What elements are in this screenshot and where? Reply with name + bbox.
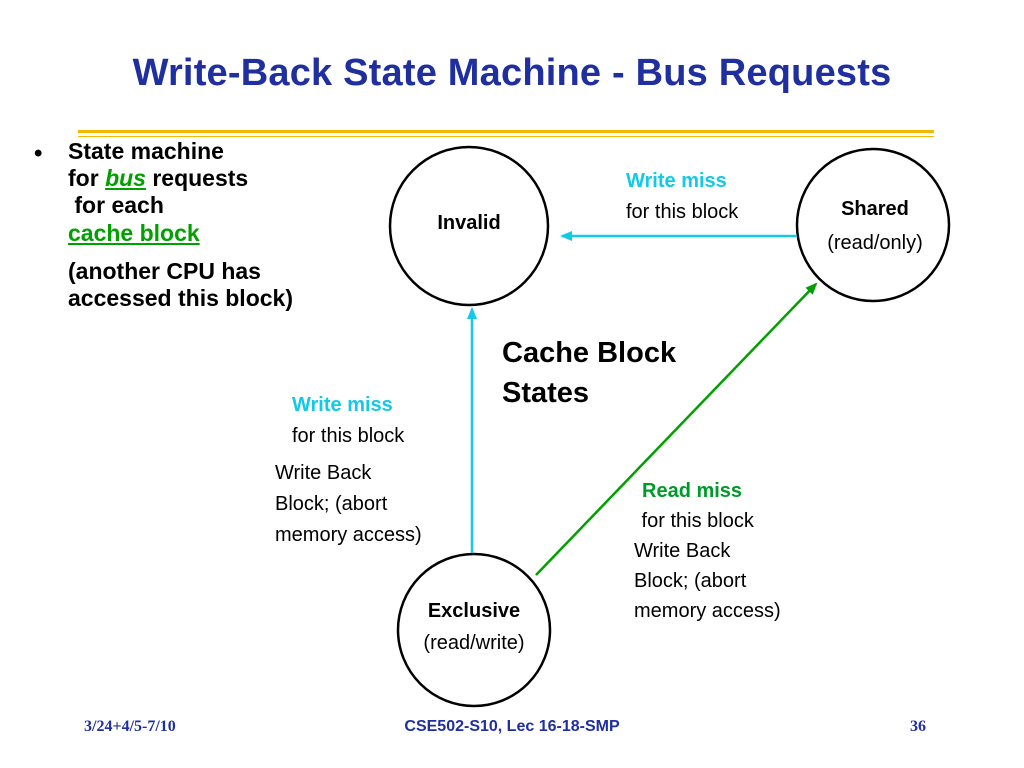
footer-page-number: 36 xyxy=(910,718,926,735)
shared-state-circle xyxy=(795,147,951,303)
shared-state-sub: (read/only) xyxy=(827,232,923,254)
bullet-symbol: • xyxy=(34,140,43,167)
bullet-para2-line2: accessed this block) xyxy=(68,285,293,311)
bullet-line-2-prefix: for xyxy=(68,165,106,191)
exclusive-to-shared-arrow xyxy=(535,282,818,576)
footer-date: 3/24+4/5-7/10 xyxy=(84,718,176,735)
exclusive-shared-detail: for this block xyxy=(636,510,754,532)
exclusive-state-sub: (read/write) xyxy=(423,632,525,654)
exclusive-invalid-detail: for this block xyxy=(292,425,405,447)
bullet-line-1: State machine xyxy=(68,138,224,164)
invalid-state-circle xyxy=(388,145,550,307)
exclusive-shared-action-1: Write Back xyxy=(634,540,731,562)
exclusive-shared-event: Read miss xyxy=(642,480,743,502)
footer-course: CSE502-S10, Lec 16-18-SMP xyxy=(404,718,620,735)
exclusive-invalid-action-1: Write Back xyxy=(275,462,372,484)
exclusive-shared-action-3: memory access) xyxy=(634,600,781,622)
invalid-state-label: Invalid xyxy=(437,212,501,234)
bullet-line-3: for each xyxy=(68,192,164,218)
exclusive-invalid-action-2: Block; (abort xyxy=(275,493,388,515)
exclusive-state-circle xyxy=(396,552,552,708)
title-rule-thin xyxy=(78,136,934,137)
bullet-para2-line1: (another CPU has xyxy=(68,258,261,284)
shared-invalid-event: Write miss xyxy=(626,170,727,192)
shared-invalid-detail: for this block xyxy=(626,201,739,223)
slide-title: Write-Back State Machine - Bus Requests xyxy=(132,52,892,94)
exclusive-state-name: Exclusive xyxy=(427,600,521,622)
exclusive-shared-action-2: Block; (abort xyxy=(634,570,747,592)
title-rule-thick xyxy=(78,130,934,133)
cache-block-link[interactable]: cache block xyxy=(68,220,200,246)
exclusive-invalid-event: Write miss xyxy=(292,394,393,416)
states-legend-line-1: Cache Block xyxy=(502,337,677,369)
states-legend-line-2: States xyxy=(502,377,590,409)
bus-link[interactable]: bus xyxy=(105,165,146,191)
bullet-line-2-suffix: requests xyxy=(145,165,249,191)
bullet-line-2: for bus requests xyxy=(68,165,248,192)
exclusive-invalid-action-3: memory access) xyxy=(275,524,422,546)
shared-state-name: Shared xyxy=(841,198,909,220)
